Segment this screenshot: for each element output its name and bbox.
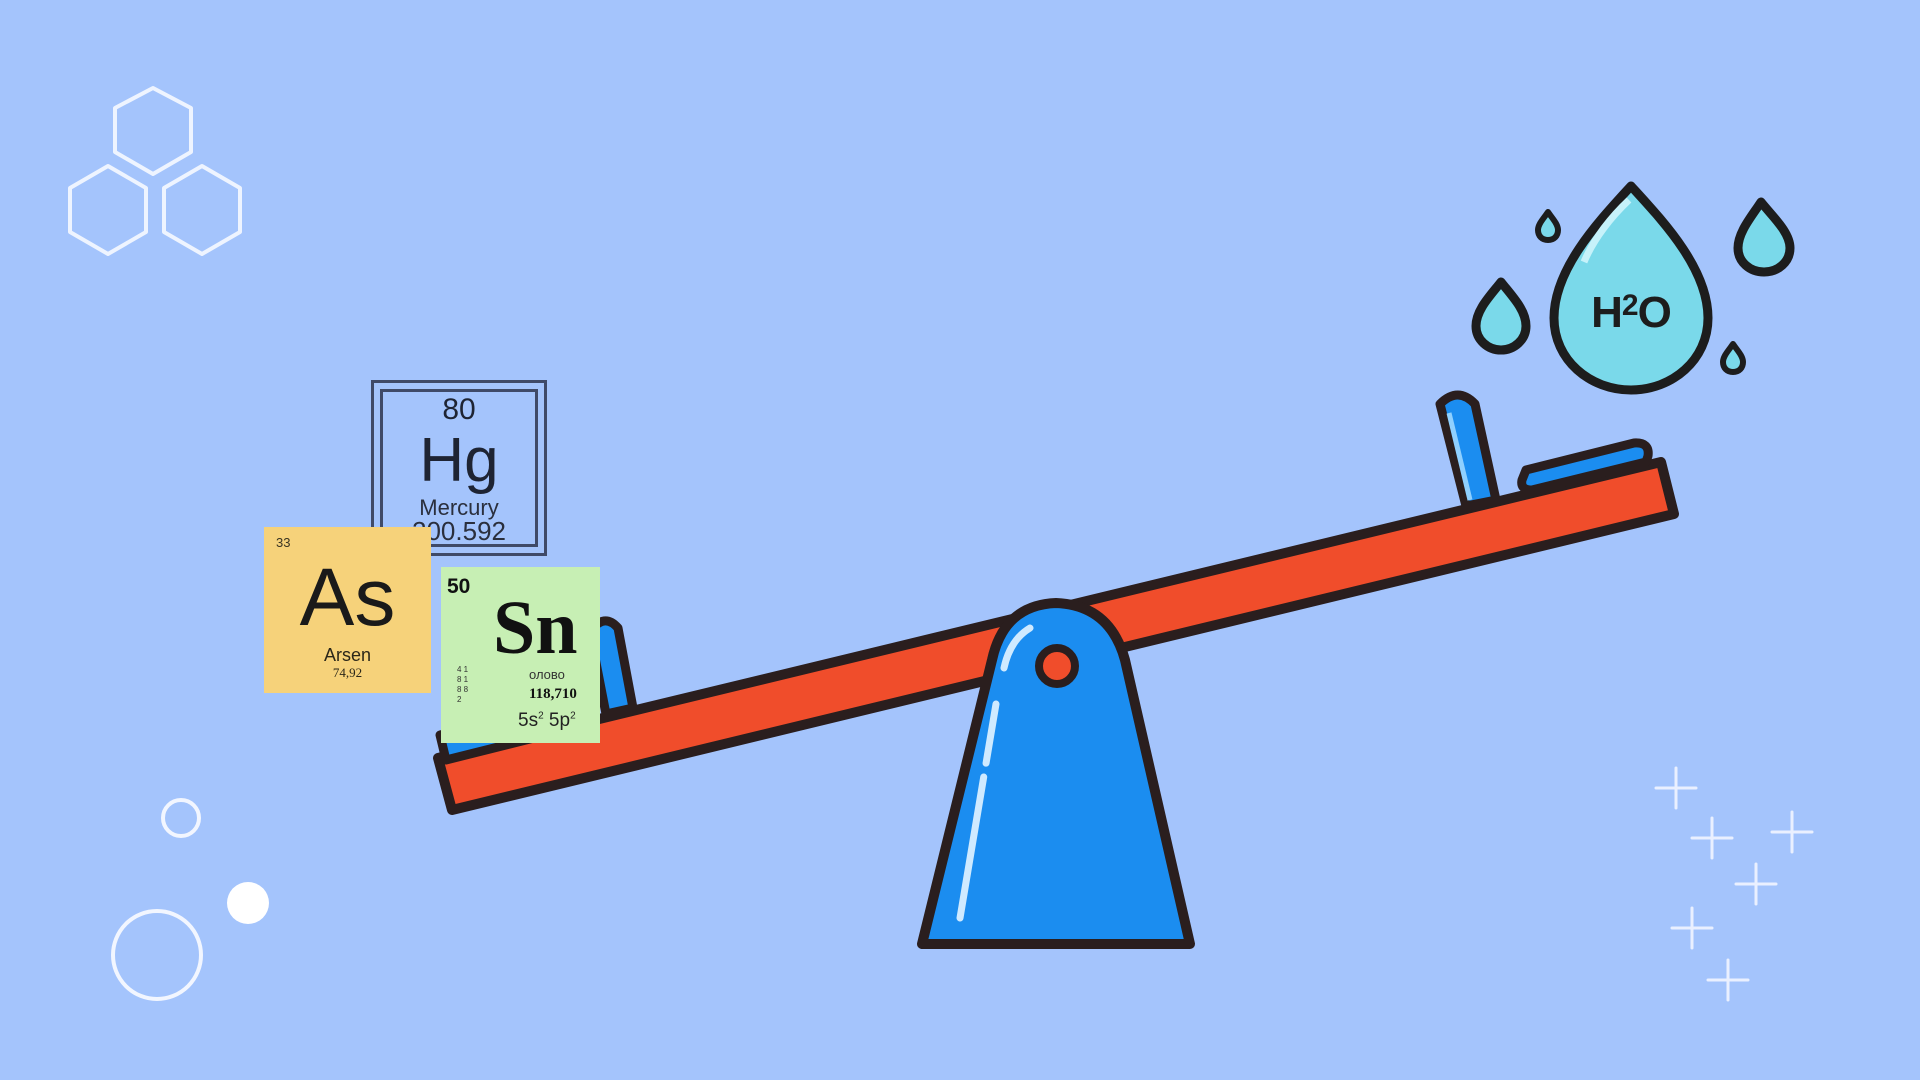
element-tile-as: 33 As Arsen 74,92 xyxy=(264,527,431,693)
atomic-mass: 74,92 xyxy=(332,665,363,680)
formula-o: O xyxy=(1637,288,1672,337)
element-name: олово xyxy=(529,667,565,682)
sparkle-cross-icon xyxy=(1654,766,1814,1002)
config-1-sup: 2 xyxy=(538,710,544,722)
hexagon-cluster-icon xyxy=(68,86,242,256)
element-name: Mercury xyxy=(419,495,499,520)
electron-shells: 4 18 18 8 2 xyxy=(457,665,469,704)
electron-configuration: 5s2 5p2 xyxy=(518,710,576,732)
formula-sup: 2 xyxy=(1621,289,1639,322)
element-symbol: Hg xyxy=(419,426,499,495)
element-symbol: As xyxy=(299,552,396,643)
tile-inner-frame xyxy=(380,389,538,547)
water-formula-label: H2O xyxy=(1575,288,1687,338)
formula-h: H xyxy=(1591,288,1623,337)
atomic-number: 50 xyxy=(447,575,471,598)
element-tile-sn: 50 Sn 4 18 18 8 2 олово 118,710 5s2 5p2 xyxy=(441,567,600,743)
atomic-number: 80 xyxy=(442,393,476,426)
seesaw-base xyxy=(917,598,1195,949)
atomic-mass: 118,710 xyxy=(529,686,577,702)
config-2-sup: 2 xyxy=(570,710,576,722)
water-drop-icon xyxy=(1471,181,1795,395)
atomic-number: 33 xyxy=(276,535,291,550)
config-2: 5p xyxy=(548,710,571,731)
config-1: 5s xyxy=(518,710,539,731)
bubble-circles-icon xyxy=(111,798,269,1001)
element-name: Arsen xyxy=(323,645,372,665)
element-symbol: Sn xyxy=(493,586,578,670)
